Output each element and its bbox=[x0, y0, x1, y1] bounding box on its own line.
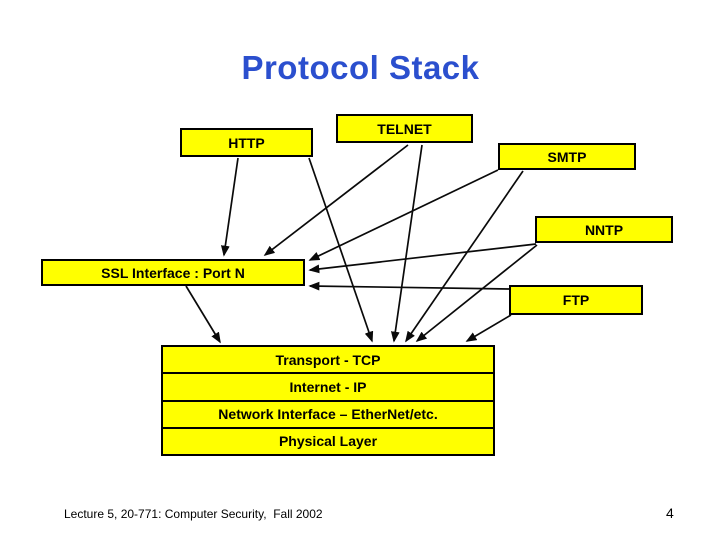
stack-layer-physical: Physical Layer bbox=[163, 426, 493, 454]
node-ftp-label: FTP bbox=[562, 292, 590, 308]
node-smtp-label: SMTP bbox=[547, 148, 587, 165]
stack-layer-network-interface-label: Network Interface – EtherNet/etc. bbox=[218, 406, 438, 423]
node-ssl-interface-label: SSL Interface : Port N bbox=[101, 264, 245, 281]
arrow-http-to-transport-tcp bbox=[308, 157, 374, 343]
stack-layer-network-interface: Network Interface – EtherNet/etc. bbox=[163, 399, 493, 427]
node-telnet: TELNET bbox=[336, 114, 473, 143]
arrow-telnet-to-ssl bbox=[263, 144, 409, 257]
stack-layer-physical-label: Physical Layer bbox=[278, 433, 378, 450]
arrow-ssl-to-transport-tcp bbox=[185, 285, 221, 344]
page-number: 4 bbox=[666, 505, 674, 521]
node-http-label: HTTP bbox=[228, 134, 265, 151]
arrow-telnet-to-transport-tcp bbox=[390, 144, 423, 343]
arrow-smtp-to-ssl bbox=[308, 169, 499, 261]
node-telnet-label: TELNET bbox=[377, 120, 432, 137]
arrow-ftp-to-transport-tcp bbox=[465, 314, 512, 342]
stack-layer-internet-label: Internet - IP bbox=[289, 378, 367, 395]
node-ftp: FTP bbox=[509, 285, 643, 315]
node-http: HTTP bbox=[180, 128, 313, 157]
stack-layer-internet: Internet - IP bbox=[163, 372, 493, 399]
stack-layer-transport-label: Transport - TCP bbox=[275, 351, 381, 368]
footer-text: Lecture 5, 20-771: Computer Security, Fa… bbox=[64, 507, 323, 521]
node-ssl-interface: SSL Interface : Port N bbox=[41, 259, 305, 286]
tcp-ip-stack-box: Transport - TCP Internet - IP Network In… bbox=[161, 345, 495, 456]
arrow-smtp-to-transport-tcp bbox=[405, 170, 524, 343]
slide-title: Protocol Stack bbox=[241, 49, 480, 86]
node-nntp: NNTP bbox=[535, 216, 673, 243]
arrow-http-to-ssl bbox=[220, 157, 239, 257]
stack-layer-transport: Transport - TCP bbox=[163, 347, 493, 372]
arrow-nntp-to-ssl bbox=[308, 243, 537, 274]
arrow-ftp-to-ssl bbox=[308, 281, 510, 291]
node-smtp: SMTP bbox=[498, 143, 636, 170]
node-nntp-label: NNTP bbox=[584, 221, 624, 238]
